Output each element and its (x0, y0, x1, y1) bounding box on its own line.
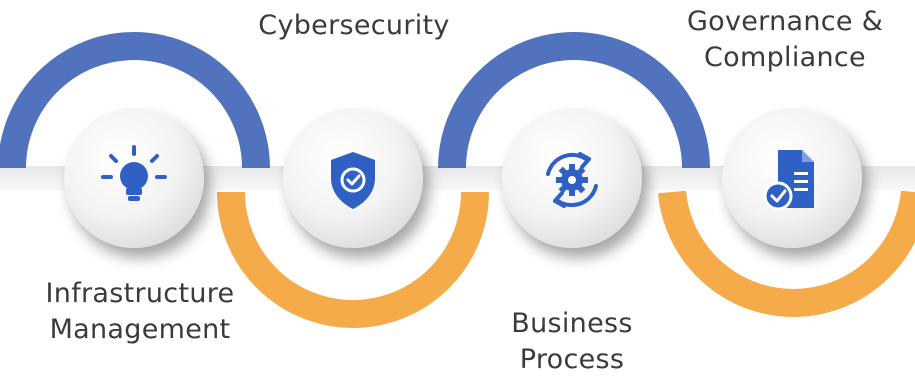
document-check-icon (763, 150, 814, 211)
shield-check-icon (331, 152, 375, 209)
step-label-infrastructure: Infrastructure Management (20, 276, 260, 348)
lightbulb-icon (101, 145, 167, 201)
label-line: Business (511, 308, 633, 339)
gear-cycle-icon (546, 152, 598, 208)
arc-orange-2 (658, 190, 915, 317)
arc-blue-1 (0, 32, 270, 169)
label-line: Cybersecurity (258, 10, 450, 41)
arc-blue-2 (438, 32, 710, 169)
step-label-cybersecurity: Cybersecurity (214, 8, 494, 44)
label-line: Compliance (704, 42, 866, 73)
label-line: Governance & (686, 6, 884, 37)
label-line: Infrastructure (45, 278, 235, 309)
label-line: Management (49, 314, 231, 345)
arc-orange-1 (217, 191, 489, 328)
label-line: Process (519, 344, 625, 375)
step-label-governance: Governance & Compliance (665, 4, 905, 76)
step-label-business-process: Business Process (472, 306, 672, 378)
